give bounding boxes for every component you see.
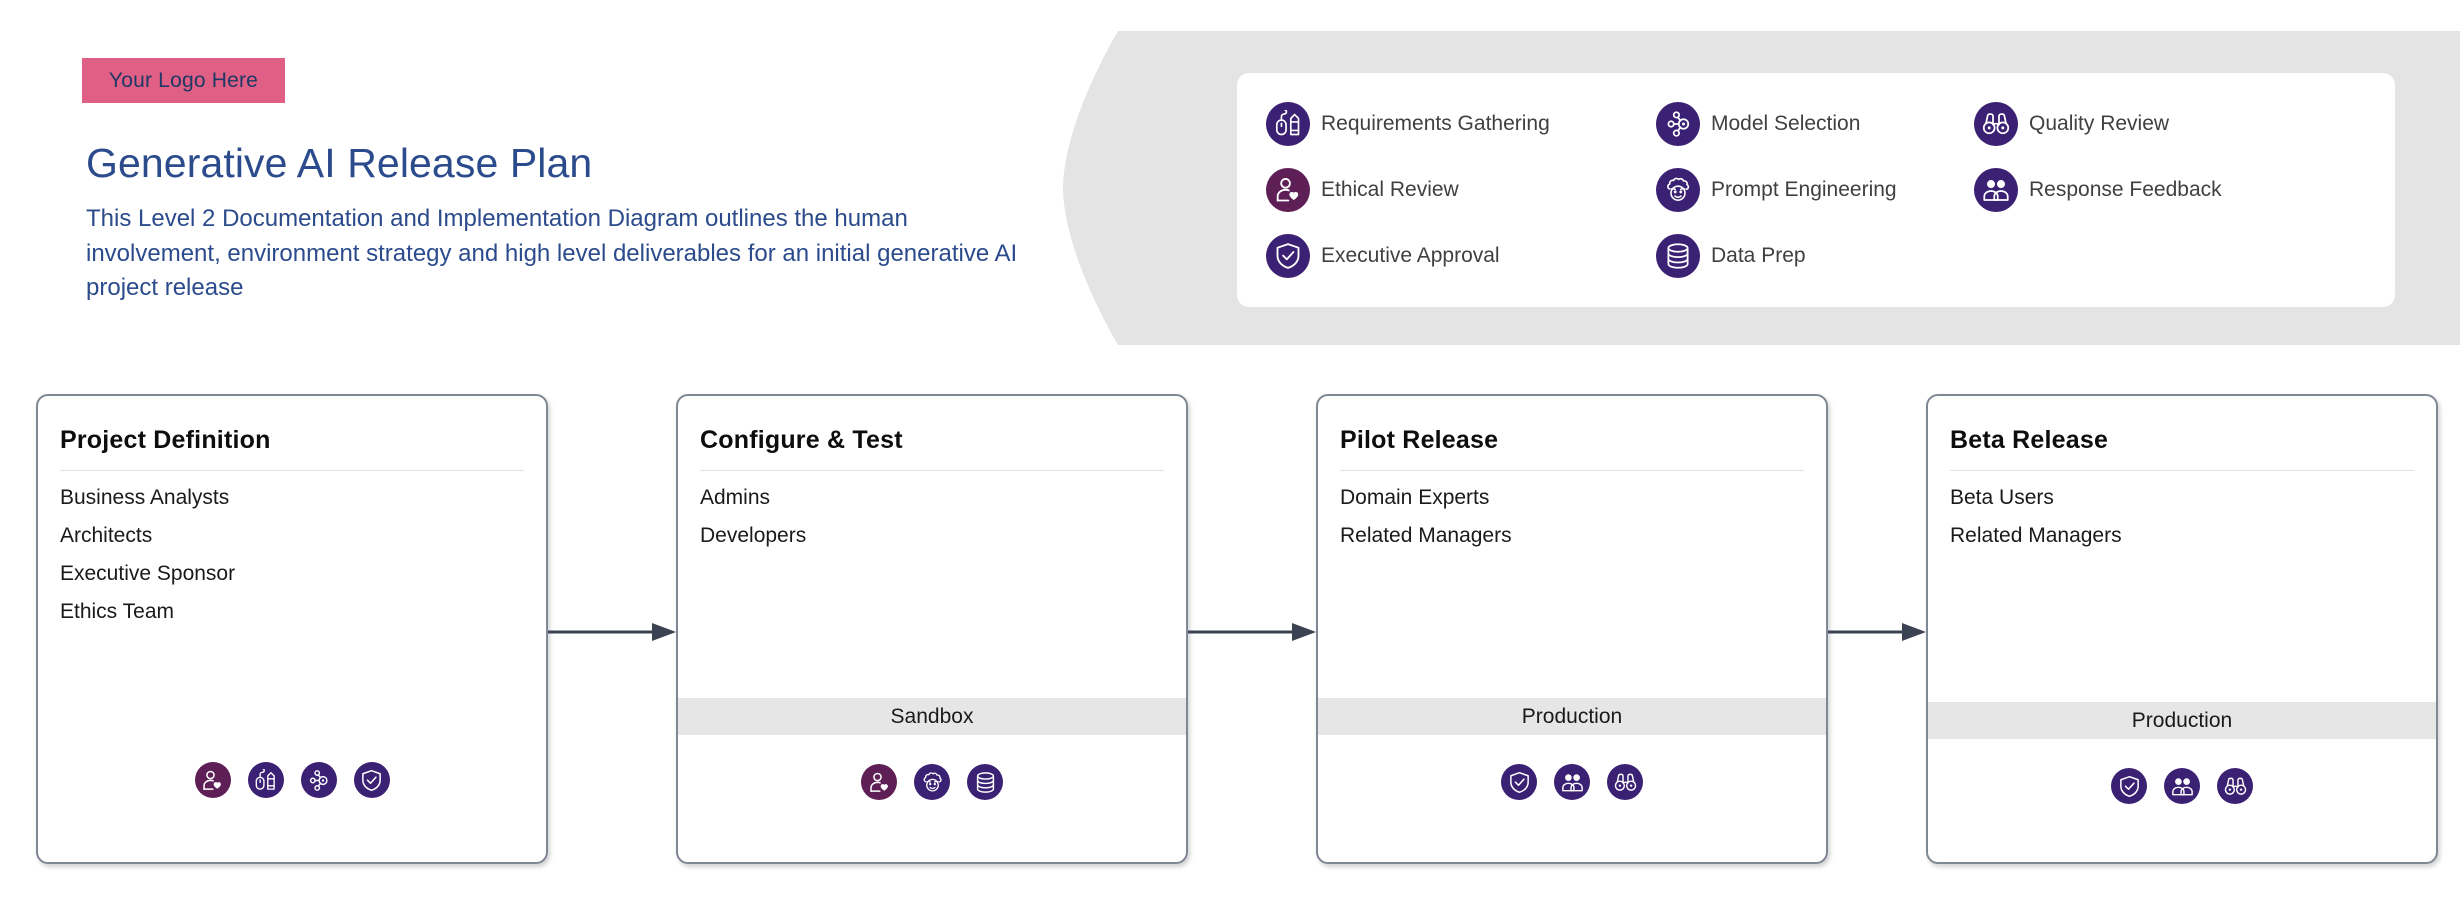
role-list-item: Domain Experts <box>1340 486 1490 509</box>
role-list-item: Beta Users <box>1950 486 2054 509</box>
page-title: Generative AI Release Plan <box>86 140 593 186</box>
environment-band: Production <box>1318 698 1826 735</box>
flow-card-icon-row <box>1318 764 1826 800</box>
network-hub-icon <box>300 762 337 798</box>
role-list-item: Developers <box>700 523 807 547</box>
role-list-item: Executive Sponsor <box>60 561 236 585</box>
flow-card-divider <box>60 470 524 471</box>
shield-check-icon <box>2111 768 2147 804</box>
binoculars-icon <box>1974 102 2018 146</box>
legend-item-ethical-review[interactable]: Ethical Review <box>1266 168 1656 212</box>
network-hub-icon <box>1656 102 1700 146</box>
flow-card-title: Beta Release <box>1950 426 2109 454</box>
person-heart-icon <box>861 764 897 800</box>
legend-item-label: Data Prep <box>1711 244 1806 267</box>
environment-band: Production <box>1928 702 2436 739</box>
two-people-icon <box>2164 768 2200 804</box>
flow-card-title: Project Definition <box>60 426 271 454</box>
binoculars-icon <box>2217 768 2253 804</box>
legend-item-requirements-gathering[interactable]: Requirements Gathering <box>1266 102 1656 146</box>
legend-item-label: Prompt Engineering <box>1711 178 1897 201</box>
shield-check-icon <box>1501 764 1537 800</box>
legend-item-label: Ethical Review <box>1321 178 1459 201</box>
flow-arrow-connector <box>1188 619 1316 645</box>
legend-item-model-selection[interactable]: Model Selection <box>1656 102 1974 146</box>
environment-band: Sandbox <box>678 698 1186 735</box>
environment-label: Sandbox <box>890 704 974 728</box>
flow-card-divider <box>1950 470 2414 471</box>
flow-arrow-connector <box>548 619 676 645</box>
shield-check-icon <box>353 762 390 798</box>
flow-card-divider <box>700 470 1164 471</box>
flow-card-title: Configure & Test <box>700 426 903 454</box>
flow-card-icon-row <box>38 762 546 798</box>
role-list-item: Related Managers <box>1340 523 1512 547</box>
database-icon <box>967 764 1003 800</box>
database-icon <box>1656 234 1700 278</box>
page-subtitle: This Level 2 Documentation and Implement… <box>86 205 1018 302</box>
legend-item-prompt-engineering[interactable]: Prompt Engineering <box>1656 168 1974 212</box>
person-heart-icon <box>194 762 231 798</box>
legend-item-label: Executive Approval <box>1321 244 1500 267</box>
role-list-item: Architects <box>60 523 153 547</box>
flow-card-title: Pilot Release <box>1340 426 1499 454</box>
legend-item-response-feedback[interactable]: Response Feedback <box>1974 168 2395 212</box>
legend-item-label: Quality Review <box>2029 112 2170 135</box>
logo-placeholder-text: Your Logo Here <box>108 68 259 92</box>
legend-item-label: Model Selection <box>1711 112 1861 135</box>
two-people-icon <box>1974 168 2018 212</box>
person-heart-icon <box>1266 168 1310 212</box>
mouse-pencil-icon <box>247 762 284 798</box>
role-list-item: Ethics Team <box>60 599 174 623</box>
two-people-icon <box>1554 764 1590 800</box>
legend-item-executive-approval[interactable]: Executive Approval <box>1266 234 1656 278</box>
role-list-item: Business Analysts <box>60 486 230 509</box>
brain-face-icon <box>914 764 950 800</box>
legend-item-data-prep[interactable]: Data Prep <box>1656 234 1974 278</box>
flow-card-icon-row <box>1928 768 2436 804</box>
logo-placeholder-badge: Your Logo Here <box>82 58 285 103</box>
legend-panel: Requirements Gathering Model Selection Q… <box>1237 73 2395 307</box>
flow-arrow-connector <box>1828 619 1926 645</box>
environment-label: Production <box>2131 708 2233 732</box>
role-list-item: Related Managers <box>1950 523 2122 547</box>
flow-card-divider <box>1340 470 1804 471</box>
mouse-pencil-icon <box>1266 102 1310 146</box>
shield-check-icon <box>1266 234 1310 278</box>
legend-item-quality-review[interactable]: Quality Review <box>1974 102 2395 146</box>
binoculars-icon <box>1607 764 1643 800</box>
legend-item-label: Response Feedback <box>2029 178 2222 201</box>
legend-item-label: Requirements Gathering <box>1321 112 1550 135</box>
environment-label: Production <box>1521 704 1623 728</box>
role-list-item: Admins <box>700 486 771 509</box>
legend-grid: Requirements Gathering Model Selection Q… <box>1237 73 2395 307</box>
brain-face-icon <box>1656 168 1700 212</box>
flow-card-icon-row <box>678 764 1186 800</box>
